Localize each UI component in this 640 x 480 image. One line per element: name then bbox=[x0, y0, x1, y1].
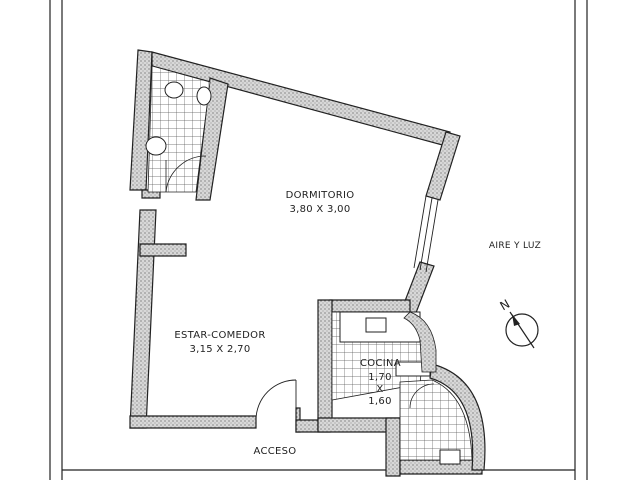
exterior-walls bbox=[129, 49, 486, 477]
room-dims-dormitorio: 3,80 X 3,00 bbox=[289, 204, 351, 215]
page-frame bbox=[49, 0, 588, 480]
entrance-label: ACCESO bbox=[253, 446, 297, 457]
bathroom-tiles-bottom bbox=[399, 379, 473, 465]
kitchen-sink-fixture bbox=[365, 317, 387, 333]
bathroom-tiles-top bbox=[145, 65, 212, 193]
room-label-dormitorio: DORMITORIO bbox=[285, 190, 355, 201]
room-dims-cocina-1: 1,70 bbox=[368, 372, 392, 383]
entrance-door bbox=[255, 379, 297, 421]
room-label-estar-comedor: ESTAR-COMEDOR bbox=[174, 330, 266, 341]
room-dims-cocina-2: 1,60 bbox=[368, 396, 392, 407]
room-label-cocina: COCINA bbox=[360, 358, 401, 369]
sink-fixture bbox=[145, 136, 167, 156]
window-right bbox=[413, 195, 439, 273]
bidet-fixture bbox=[196, 86, 212, 106]
north-arrow bbox=[505, 311, 539, 349]
shower-tray bbox=[439, 449, 461, 465]
bathroom-door-swing bbox=[165, 155, 207, 193]
air-light-label: AIRE Y LUZ bbox=[488, 241, 542, 251]
room-dims-estar-comedor: 3,15 X 2,70 bbox=[189, 344, 251, 355]
room-dims-cocina-x: X bbox=[376, 384, 384, 395]
toilet-fixture bbox=[164, 81, 184, 99]
kitchen-tiles bbox=[331, 311, 437, 401]
